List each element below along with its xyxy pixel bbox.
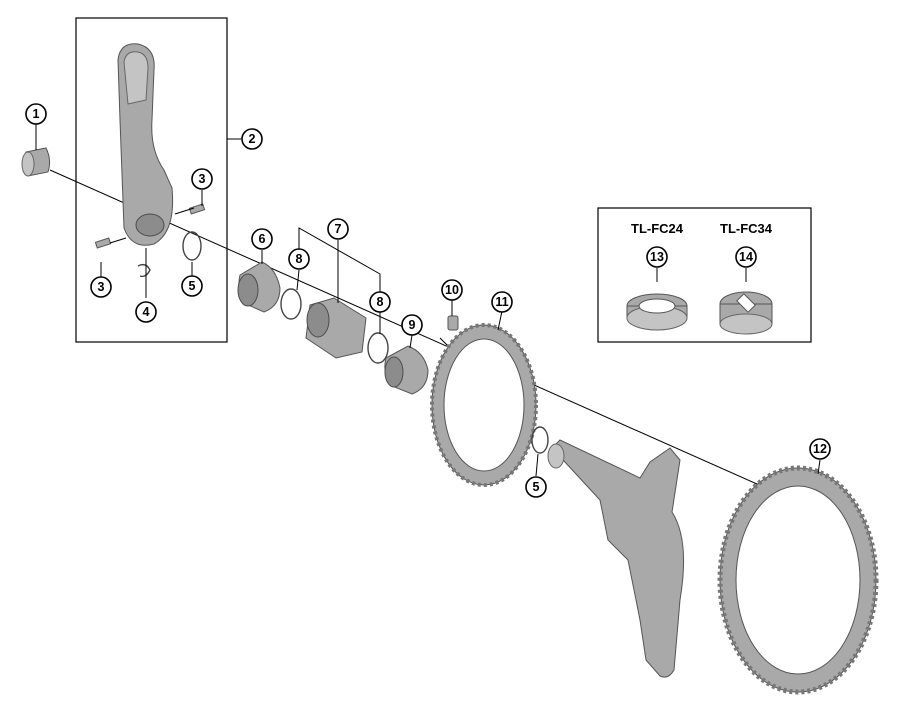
callout-6: 6 bbox=[251, 228, 273, 250]
o-ring-left bbox=[182, 231, 202, 261]
callout-8-right: 8 bbox=[369, 291, 391, 313]
svg-text:6: 6 bbox=[259, 232, 266, 246]
callout-4: 4 bbox=[135, 301, 157, 323]
left-crank-arm bbox=[117, 43, 174, 246]
seal-ring-left bbox=[280, 288, 302, 320]
seal-ring-right bbox=[367, 332, 389, 364]
callout-1: 1 bbox=[25, 103, 47, 125]
callout-2: 2 bbox=[241, 128, 263, 150]
inner-cover bbox=[305, 297, 367, 359]
svg-text:9: 9 bbox=[409, 318, 416, 332]
svg-text:5: 5 bbox=[533, 480, 540, 494]
tool-13-lockring-tool bbox=[626, 293, 688, 331]
callout-12: 12 bbox=[809, 438, 831, 460]
svg-text:11: 11 bbox=[495, 295, 508, 309]
callout-3-lower: 3 bbox=[90, 276, 112, 298]
svg-text:1: 1 bbox=[33, 107, 40, 121]
pinch-bolt-lower bbox=[94, 237, 127, 249]
svg-text:8: 8 bbox=[377, 295, 384, 309]
left-crank-group-box bbox=[75, 17, 228, 343]
tools-box bbox=[597, 207, 812, 343]
callout-5-right: 5 bbox=[525, 476, 547, 498]
svg-text:5: 5 bbox=[189, 279, 196, 293]
o-ring-right bbox=[531, 426, 549, 454]
tool-label-tl-fc24: TL-FC24 bbox=[631, 221, 684, 236]
svg-text:7: 7 bbox=[335, 222, 342, 236]
callout-14: 14 bbox=[735, 246, 757, 268]
callout-5-left: 5 bbox=[181, 275, 203, 297]
chainring-bolt bbox=[447, 299, 459, 331]
callout-13: 13 bbox=[646, 246, 668, 268]
svg-text:3: 3 bbox=[98, 280, 105, 294]
callout-10: 10 bbox=[441, 279, 463, 301]
svg-text:14: 14 bbox=[739, 250, 753, 264]
svg-text:8: 8 bbox=[296, 252, 303, 266]
stopper-plate bbox=[137, 248, 151, 298]
tool-label-tl-fc34: TL-FC34 bbox=[720, 221, 773, 236]
bb-cup-left bbox=[237, 250, 281, 313]
callout-3-upper: 3 bbox=[191, 168, 213, 190]
part-7-bracket bbox=[298, 227, 381, 303]
crank-cap bbox=[21, 147, 51, 177]
tool-14-bb-tool bbox=[719, 291, 773, 335]
inner-chainring bbox=[430, 310, 538, 487]
pinch-bolt-upper bbox=[174, 203, 206, 215]
bb-cup-right bbox=[384, 334, 429, 395]
svg-text:3: 3 bbox=[199, 172, 206, 186]
svg-text:12: 12 bbox=[813, 442, 827, 456]
svg-text:10: 10 bbox=[445, 283, 459, 297]
outer-chainring bbox=[717, 459, 879, 695]
callout-11: 11 bbox=[491, 291, 513, 313]
right-crank-arm bbox=[547, 439, 685, 678]
svg-text:2: 2 bbox=[249, 132, 256, 146]
callout-9: 9 bbox=[401, 314, 423, 336]
svg-text:4: 4 bbox=[143, 305, 150, 319]
svg-text:13: 13 bbox=[650, 250, 664, 264]
callout-8-left: 8 bbox=[288, 248, 310, 270]
callout-7: 7 bbox=[327, 218, 349, 240]
